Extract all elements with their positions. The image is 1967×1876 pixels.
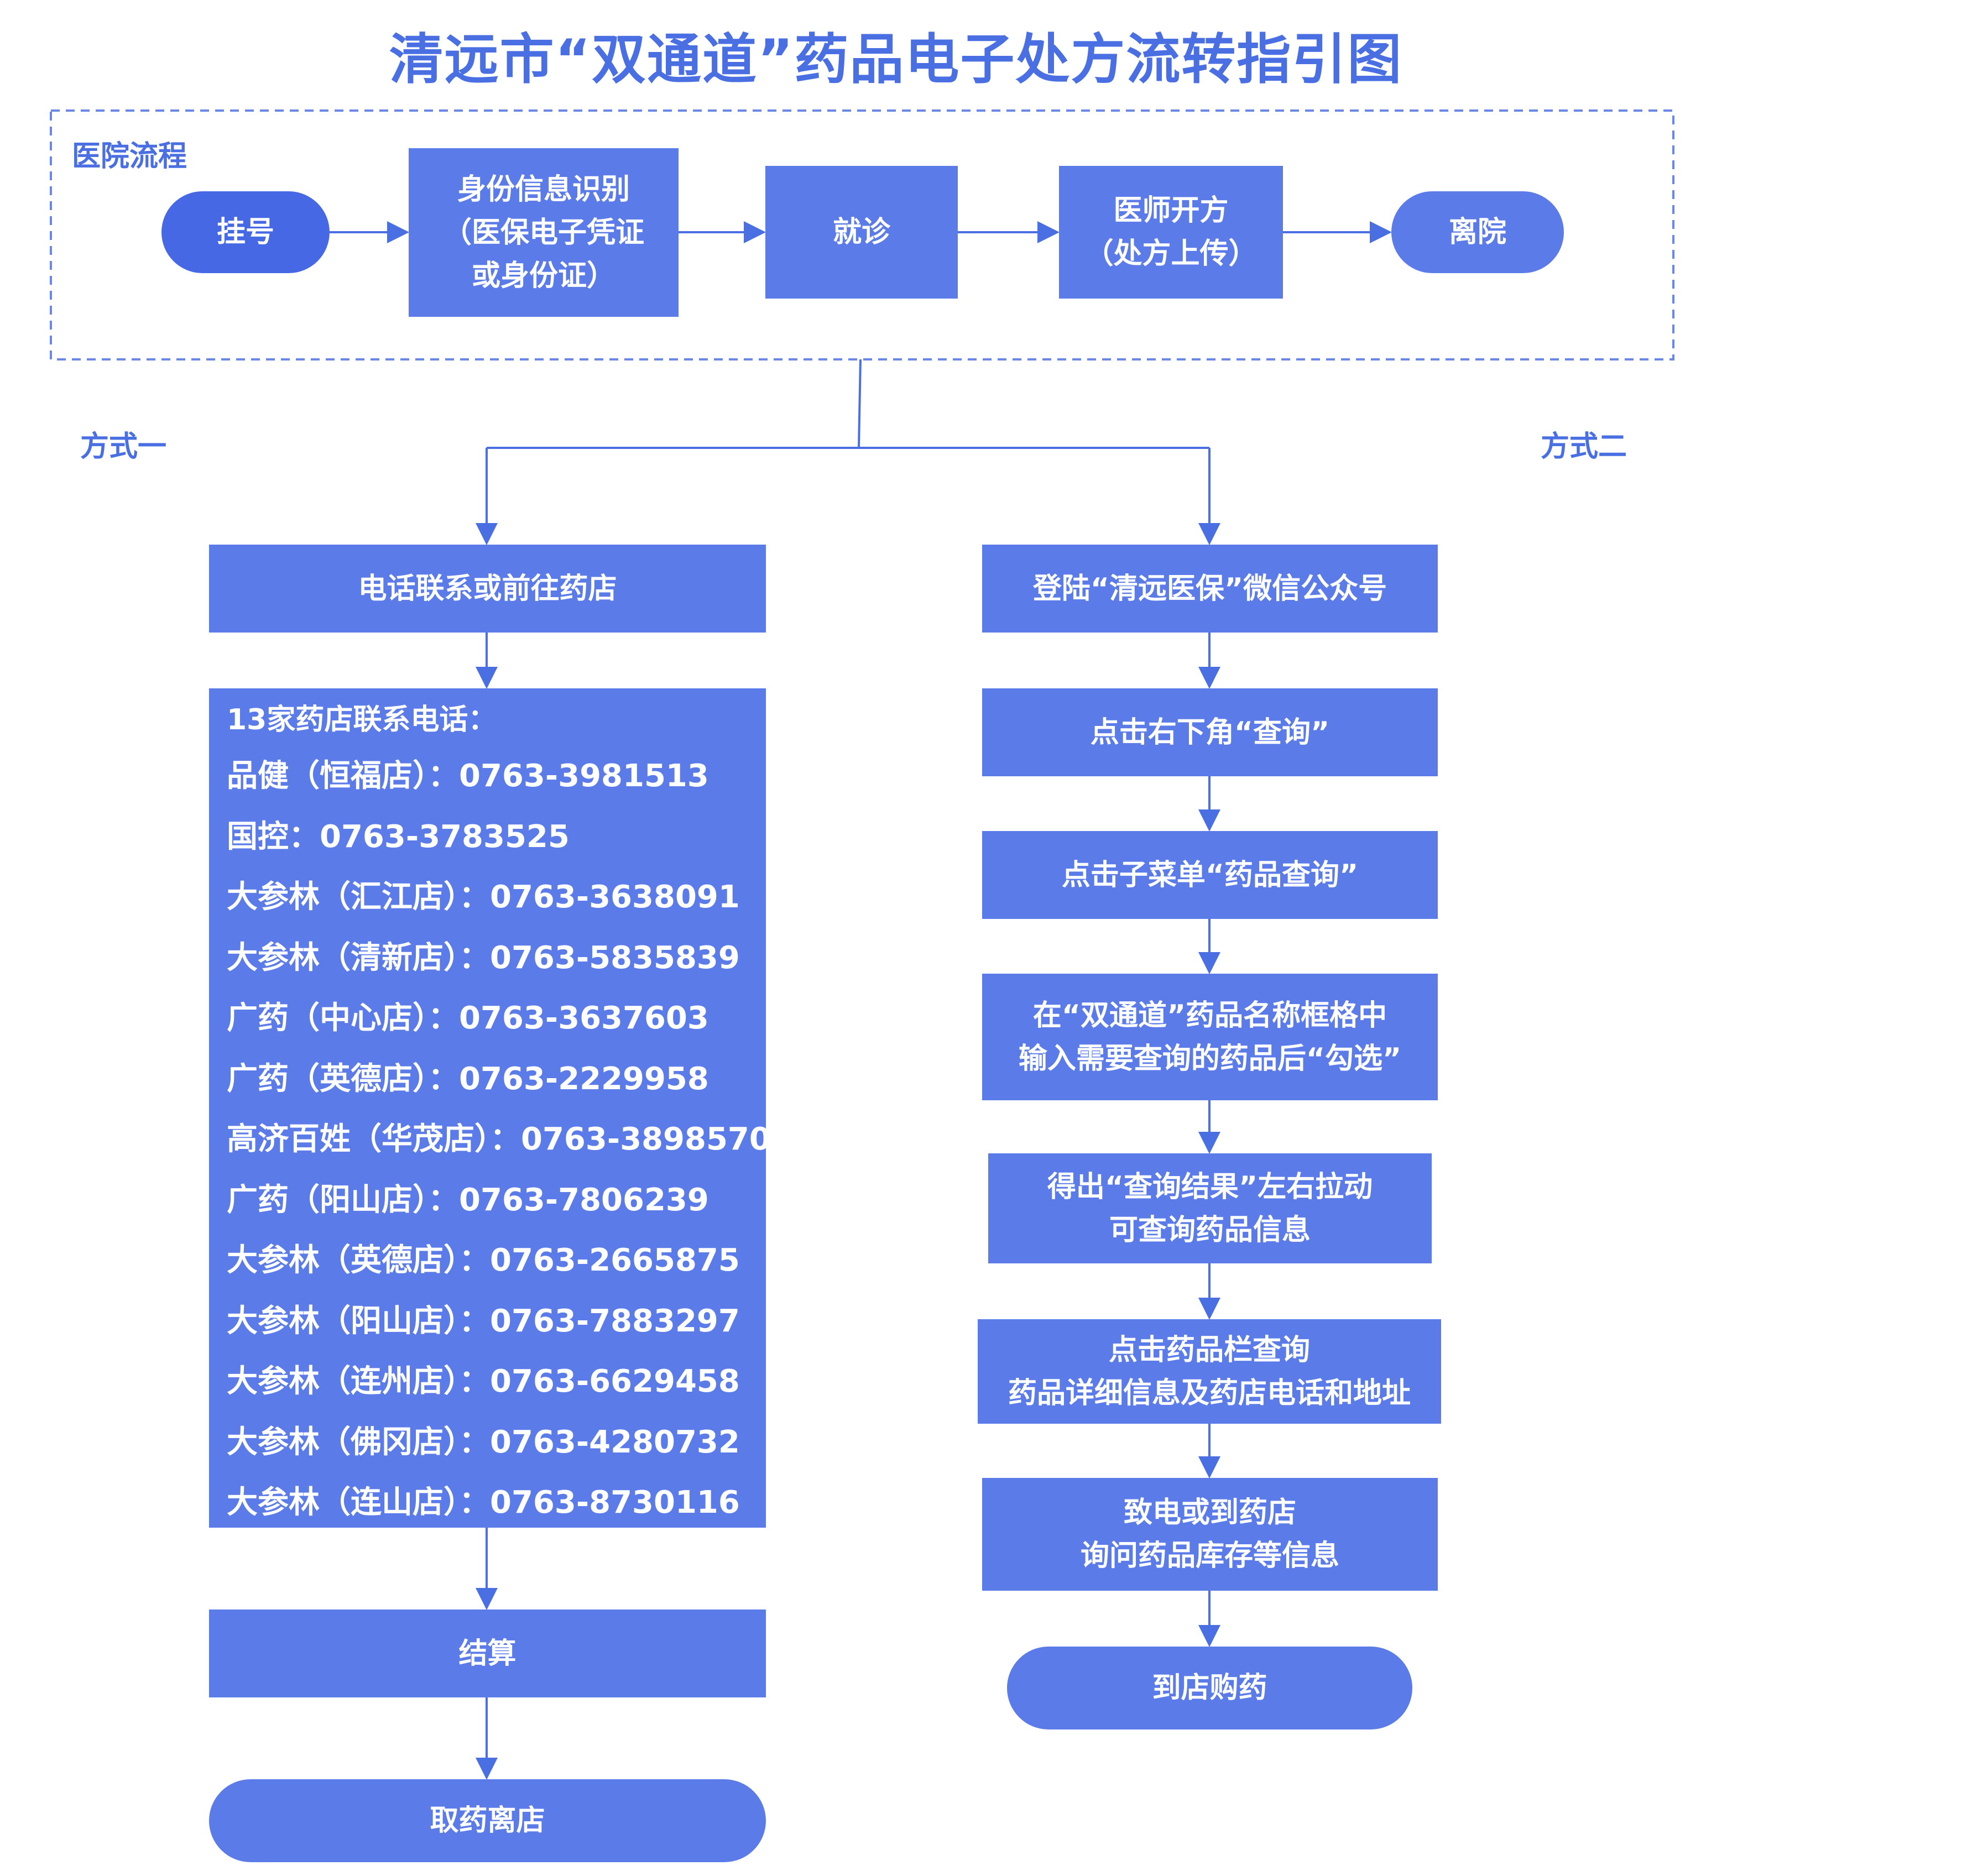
pharmacy-phone-list: 13家药店联系电话： 品健（恒福店）：0763-3981513 国控：0763-… [209,688,771,1528]
pharmacy-row: 国控：0763-3783525 [227,818,570,855]
identity-verification-step: 身份信息识别 （医保电子凭证 或身份证） [409,148,679,317]
prescription-upload-step: 医师开方 （处方上传） [1059,166,1283,299]
consultation-step: 就诊 [765,166,958,299]
enter-drug-name-step: 在“双通道”药品名称框格中 输入需要查询的药品后“勾选” [982,974,1438,1100]
method2-label: 方式二 [1541,430,1627,463]
buy-at-pharmacy-step: 到店购药 [1007,1647,1412,1729]
pharmacy-row: 广药（英德店）：0763-2229958 [227,1060,709,1097]
connector-hospital-to-branch [858,359,862,448]
view-query-results-step: 得出“查询结果”左右拉动 可查询药品信息 [988,1153,1432,1263]
pharmacy-row: 广药（中心店）：0763-3637603 [227,1000,709,1036]
pharmacy-row: 大参林（汇江店）：0763-3638091 [227,879,740,915]
pharmacy-row: 品健（恒福店）：0763-3981513 [227,758,709,794]
pharmacy-row: 大参林（清新店）：0763-5835839 [227,939,740,976]
login-wechat-account-step: 登陆“清远医保”微信公众号 [982,545,1438,633]
pharmacy-row: 大参林（连州店）：0763-6629458 [227,1363,740,1399]
settlement-step: 结算 [209,1610,766,1697]
click-query-step: 点击右下角“查询” [982,688,1438,776]
method1-label: 方式一 [80,430,167,463]
pharmacy-list-title: 13家药店联系电话： [227,703,497,736]
click-drug-query-step: 点击子菜单“药品查询” [982,831,1438,919]
hospital-group-frame [50,109,1674,360]
register-step: 挂号 [161,191,330,273]
pharmacy-row: 大参林（英德店）：0763-2665875 [227,1242,740,1278]
pharmacy-row: 大参林（连山店）：0763-8730116 [227,1485,740,1520]
pharmacy-row: 大参林（阳山店）：0763-7883297 [227,1303,740,1339]
contact-pharmacy-step: 电话联系或前往药店 [209,545,766,633]
diagram-title: 清远市“双通道”药品电子处方流转指引图 [389,28,1403,91]
pharmacy-row: 大参林（佛冈店）：0763-4280732 [227,1424,740,1460]
pharmacy-row: 广药（阳山店）：0763-7806239 [227,1182,709,1218]
discharge-step: 离院 [1391,191,1564,273]
pharmacy-row: 高济百姓（华茂店）：0763-3898570 [227,1121,771,1157]
pickup-and-leave-step: 取药离店 [209,1779,766,1862]
hospital-process-label: 医院流程 [72,140,187,173]
view-drug-details-step: 点击药品栏查询 药品详细信息及药店电话和地址 [978,1319,1441,1424]
call-or-visit-pharmacy-step: 致电或到药店 询问药品库存等信息 [982,1478,1438,1591]
